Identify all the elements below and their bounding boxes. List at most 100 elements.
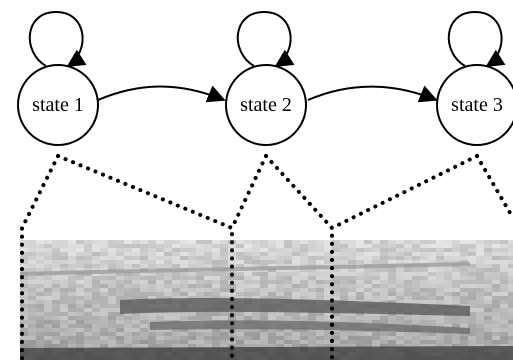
spectrogram-cell [204,316,212,320]
spectrogram-cell [380,292,388,296]
spectrogram-cell [460,256,468,260]
spectrogram-cell [412,276,420,280]
spectrogram-cell [196,280,204,284]
spectrogram-cell [148,248,156,252]
spectrogram-cell [164,276,172,280]
spectrogram-cell [340,244,348,248]
spectrogram-cell [100,300,108,304]
spectrogram-cell [364,320,372,324]
spectrogram-cell [324,268,332,272]
spectrogram-cell [396,336,404,340]
spectrogram-cell [364,268,372,272]
spectrogram-cell [492,344,500,348]
spectrogram-cell [60,268,68,272]
spectrogram-cell [52,256,60,260]
spectrogram-cell [380,284,388,288]
spectrogram-cell [124,256,132,260]
spectrogram-cell [116,288,124,292]
spectrogram-cell [276,292,284,296]
spectrogram-cell [108,296,116,300]
spectrogram-cell [508,248,513,252]
spectrogram-cell [476,344,484,348]
spectrogram-cell [268,332,276,336]
spectrogram-cell [220,260,228,264]
spectrogram-cell [396,252,404,256]
spectrogram-cell [484,308,492,312]
spectrogram-cell [140,276,148,280]
spectrogram-cell [412,336,420,340]
spectrogram-cell [476,296,484,300]
spectrogram-cell [52,304,60,308]
spectrogram-cell [236,248,244,252]
spectrogram-cell [284,336,292,340]
spectrogram-cell [364,336,372,340]
spectrogram-cell [420,292,428,296]
spectrogram-cell [252,296,260,300]
spectrogram-cell [364,240,372,244]
spectrogram-cell [404,296,412,300]
spectrogram-cell [236,260,244,264]
spectrogram-cell [452,324,460,328]
spectrogram-cell [444,260,452,264]
spectrogram-cell [236,328,244,332]
spectrogram-cell [476,288,484,292]
spectrogram-cell [396,280,404,284]
spectrogram-cell [484,320,492,324]
spectrogram-cell [244,336,252,340]
spectrogram-cell [428,320,436,324]
spectrogram-cell [292,288,300,292]
spectrogram-cell [340,320,348,324]
spectrogram-cell [508,324,513,328]
spectrogram-cell [140,324,148,328]
spectrogram-cell [284,328,292,332]
spectrogram-cell [68,336,76,340]
spectrogram-cell [132,272,140,276]
spectrogram-cell [508,260,513,264]
spectrogram-cell [404,340,412,344]
spectrogram-cell [500,336,508,340]
spectrogram-cell [28,312,36,316]
spectrogram-cell [484,284,492,288]
spectrogram-cell [28,340,36,344]
spectrogram-cell [500,304,508,308]
spectrogram-cell [332,240,340,244]
spectrogram-cell [172,332,180,336]
spectrogram-cell [332,336,340,340]
spectrogram-cell [396,316,404,320]
spectrogram-cell [28,332,36,336]
spectrogram-cell [260,328,268,332]
spectrogram-cell [124,332,132,336]
spectrogram-cell [316,280,324,284]
spectrogram-cell [108,280,116,284]
spectrogram-cell [396,272,404,276]
spectrogram-cell [276,284,284,288]
spectrogram-cell [268,284,276,288]
spectrogram-cell [404,272,412,276]
spectrogram-cell [196,256,204,260]
spectrogram-cell [476,248,484,252]
spectrogram-cell [308,240,316,244]
spectrogram-cell [60,252,68,256]
spectrogram-cell [348,240,356,244]
self-loop-state-2 [236,10,295,67]
spectrogram-cell [348,288,356,292]
spectrogram-cell [148,288,156,292]
spectrogram-cell [52,324,60,328]
spectrogram-cell [124,284,132,288]
spectrogram-cell [180,248,188,252]
state-node-3: state 3 [436,64,513,146]
spectrogram-cell [300,340,308,344]
spectrogram-cell [300,260,308,264]
spectrogram-cell [260,340,268,344]
spectrogram-cell [508,268,513,272]
spectrogram-cell [156,260,164,264]
spectrogram-cell [260,260,268,264]
spectrogram-cell [156,336,164,340]
segment-3-right-boundary [475,154,513,220]
spectrogram-cell [492,264,500,268]
spectrogram-cell [324,256,332,260]
spectrogram-cell [476,304,484,308]
spectrogram-cell [156,272,164,276]
segment-2-right-boundary [264,154,334,360]
spectrogram-cell [28,256,36,260]
